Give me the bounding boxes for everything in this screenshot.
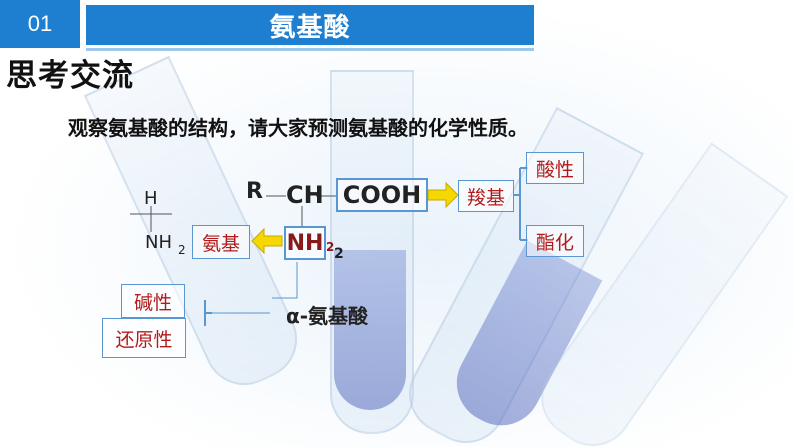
nh2-box: NH <box>284 226 326 260</box>
label-reducing: 还原性 <box>102 318 186 358</box>
nh-subscript-2: 2 <box>334 246 344 262</box>
cooh-group: COOH <box>342 181 422 209</box>
nh-group: NH <box>286 230 324 256</box>
label-acidic: 酸性 <box>526 152 584 184</box>
structure-caption: α-氨基酸 <box>286 304 369 328</box>
prompt-text: 观察氨基酸的结构，请大家预测氨基酸的化学性质。 <box>68 116 528 140</box>
label-amino: 氨基 <box>192 225 250 259</box>
nh-left-subscript: 2 <box>178 243 186 257</box>
title-underline <box>86 48 534 51</box>
cooh-box: COOH <box>336 178 428 212</box>
slide-number: 01 <box>0 0 80 48</box>
label-basic: 碱性 <box>121 284 185 318</box>
label-carboxyl: 羧基 <box>458 180 514 212</box>
slide-title: 氨基酸 <box>86 5 534 45</box>
nh-left: NH <box>145 232 172 253</box>
ch-group: CH <box>286 181 324 209</box>
label-esterify: 酯化 <box>526 225 584 257</box>
h-atom-left: H <box>144 188 158 209</box>
section-heading: 思考交流 <box>6 58 134 94</box>
r-group: R <box>246 179 263 204</box>
nh-subscript: 2 <box>326 240 335 254</box>
